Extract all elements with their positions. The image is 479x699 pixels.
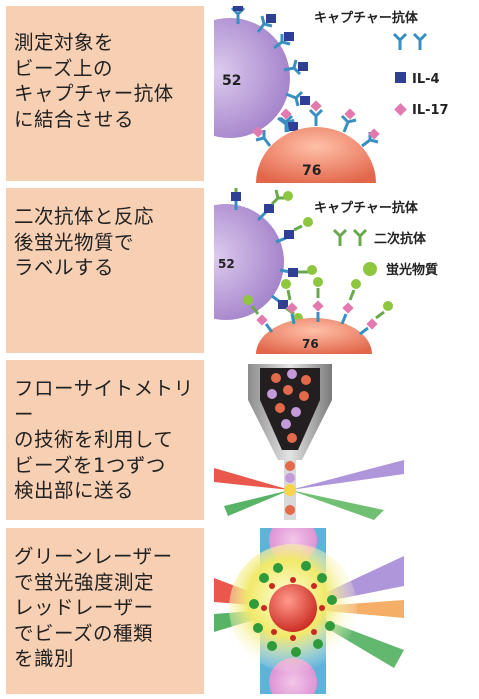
secondary-antibodies [234,188,308,316]
bead-52-label: 52 [222,73,241,89]
secondary-legend-icon [332,228,368,246]
step-text-3: フローサイトメトリー の技術を利用して ビーズを1つずつ 検出部に送る [14,376,204,504]
bead-52-labeled [214,204,284,320]
step-box-4: グリーンレーザー で蛍光強度測定 レッドレーザー でビーズの種類 を識別 [6,528,204,694]
laser-detection-diagram [214,528,404,694]
bead-76 [256,127,376,183]
il17-legend-icon [394,103,407,116]
step-4-line-4: でビーズの種類 [14,621,154,645]
bead-76-label: 76 [302,163,321,179]
step-box-2: 二次抗体と反応 後蛍光物質で ラベルする [6,188,204,353]
beads-in-stream [285,461,295,515]
step-1-line-1: 測定対象を [14,31,115,54]
beads-in-nozzle [267,369,311,443]
step-4-line-1: グリーンレーザー [14,545,173,568]
legend-il17-label: IL-17 [412,103,449,118]
nozzle-chamber [260,368,320,450]
il4-legend-icon [395,72,406,83]
detected-bead [269,584,317,632]
step-text-2: 二次抗体と反応 後蛍光物質で ラベルする [14,204,154,281]
bead-76-labeled-label: 76 [302,337,319,351]
fluor-legend-icon [363,262,377,276]
bead-52 [214,18,290,138]
legend-il4-label: IL-4 [412,72,440,87]
legend-capture-title: キャプチャー抗体 [314,200,419,216]
step-3-line-1: フローサイトメトリー [14,377,194,426]
step-4-line-2: で蛍光強度測定 [14,570,155,594]
step-2-line-2: 後蛍光物質で [14,230,135,254]
detection-point [284,484,296,496]
legend-title: キャプチャー抗体 [314,10,419,26]
bead-52-labeled-label: 52 [218,257,235,271]
antibody-legend-icon [392,32,428,50]
step-2-line-3: ラベルする [14,256,115,279]
step-3-line-4: 検出部に送る [14,479,135,502]
step-1-line-4: に結合させる [14,107,135,131]
step-box-1: 測定対象を ビーズ上の キャプチャー抗体 に結合させる [6,6,204,181]
step-3-line-2: の技術を利用して [14,428,174,451]
step-1-line-2: ビーズ上の [14,56,114,80]
secondary-labeling-diagram: 52 76 キャプチャー抗体 二次抗体 蛍光物質 [214,188,438,354]
capture-antibody-diagram: 52 76 キャプチャー抗体 IL-4 IL-17 [214,6,449,183]
step-text-1: 測定対象を ビーズ上の キャプチャー抗体 に結合させる [14,30,174,132]
step-text-4: グリーンレーザー で蛍光強度測定 レッドレーザー でビーズの種類 を識別 [14,544,173,672]
step-2-line-1: 二次抗体と反応 [14,205,155,228]
bound-fluorophores [249,561,337,657]
legend-fluor-label: 蛍光物質 [386,262,438,278]
step-3-line-3: ビーズを1つずつ [14,453,166,477]
step-4-line-3: レッドレーザー [14,596,154,619]
laser-beams [214,460,404,520]
step-4-line-5: を識別 [14,647,75,670]
step-1-line-3: キャプチャー抗体 [14,82,174,105]
flow-cytometry-diagram [214,364,404,520]
legend-secondary-label: 二次抗体 [374,231,427,247]
step-box-3: フローサイトメトリー の技術を利用して ビーズを1つずつ 検出部に送る [6,360,204,520]
bead-76-labeled [256,318,372,354]
